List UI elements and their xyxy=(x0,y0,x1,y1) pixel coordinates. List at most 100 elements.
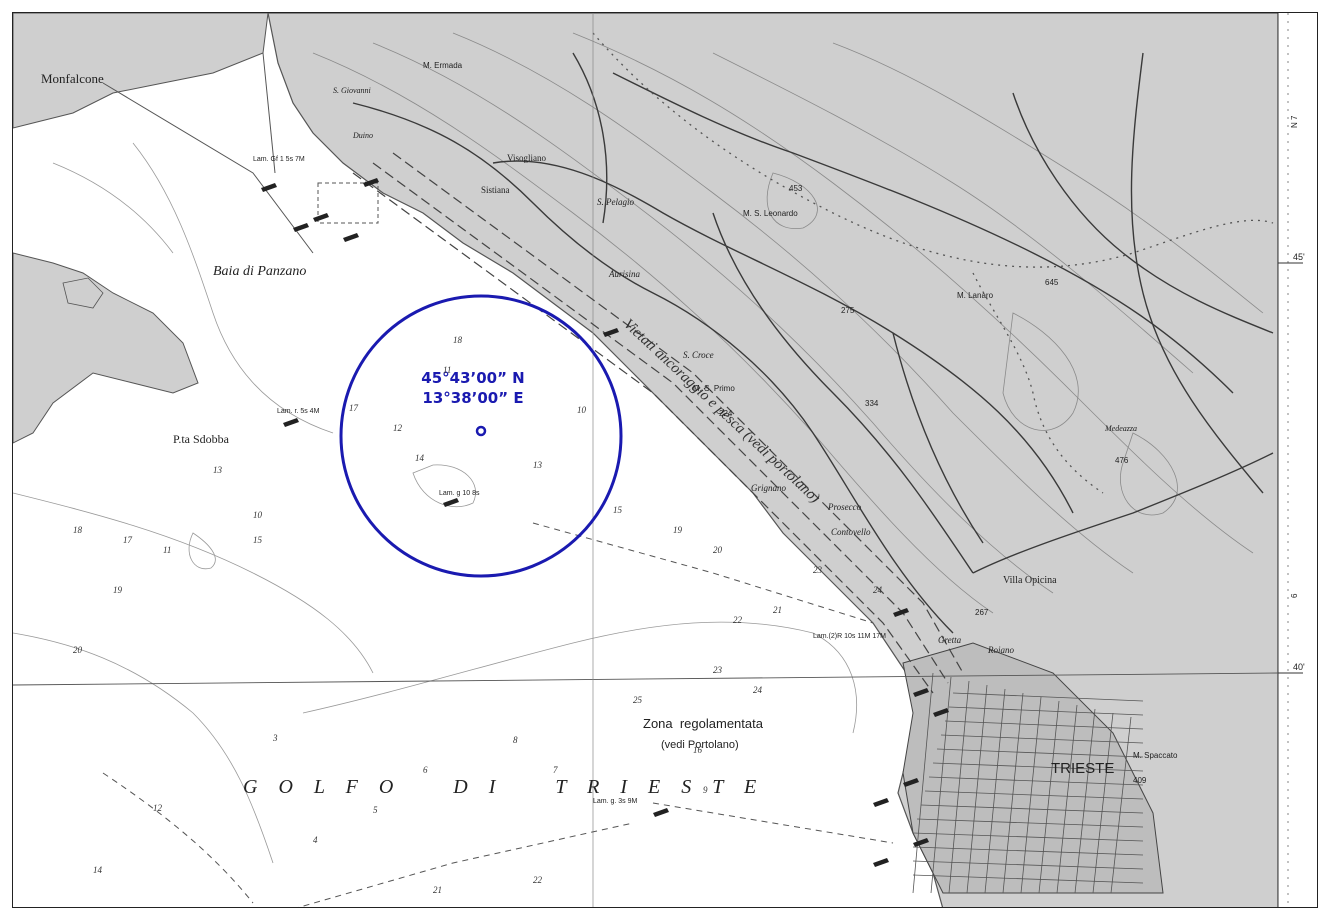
depth-sounding: 18 xyxy=(453,335,463,345)
city-street xyxy=(1002,692,1024,894)
city-trieste-area xyxy=(902,642,1164,894)
depth-sounding: 21 xyxy=(433,885,442,895)
depth-sounding: 24 xyxy=(753,685,763,695)
depth-sounding: 17 xyxy=(123,535,133,545)
buoy-marker xyxy=(903,778,919,787)
lat-tick-label-40: 40' xyxy=(1293,662,1305,672)
place-visogliano: Visogliano xyxy=(507,153,546,163)
depth-sounding: 8 xyxy=(513,735,518,745)
depth-sounding: 18 xyxy=(73,525,83,535)
buoy-marker xyxy=(293,223,309,232)
place-aurisina: Aurisina xyxy=(608,269,641,279)
depth-sounding: 5 xyxy=(373,805,378,815)
route-lines xyxy=(102,522,894,907)
light-label-5: Lam. r. 5s 4M xyxy=(277,408,320,415)
place-duino: Duino xyxy=(352,131,373,140)
spot-height: 645 xyxy=(1045,278,1059,287)
place-m-ermada: M. Ermada xyxy=(423,61,463,70)
depth-sounding: 25 xyxy=(633,695,643,705)
place-sistiana: Sistiana xyxy=(481,185,510,195)
city-street xyxy=(920,804,1144,814)
spot-height: 334 xyxy=(865,399,879,408)
buoy-markers xyxy=(261,178,949,867)
spot-height: 409 xyxy=(1133,776,1147,785)
position-circle[interactable] xyxy=(339,294,623,578)
depth-sounding: 11 xyxy=(443,365,451,375)
spot-height: 224 xyxy=(719,409,733,418)
buoy-marker xyxy=(873,798,889,807)
city-street xyxy=(936,748,1144,758)
spot-height: 267 xyxy=(975,608,989,617)
city-street xyxy=(944,720,1144,730)
map-frame: 45°43’00” N 13°38’00” E Monfalcone Baia … xyxy=(12,12,1318,908)
margin-strip xyxy=(1278,13,1317,907)
depth-sounding: 15 xyxy=(253,535,263,545)
depth-sounding: 11 xyxy=(163,545,171,555)
margin-mark-6: 6 xyxy=(1290,593,1299,598)
depth-sounding: 16 xyxy=(693,745,703,755)
city-street xyxy=(928,776,1144,786)
city-street-grid xyxy=(912,672,1144,894)
city-street xyxy=(912,874,1144,884)
place-gretta: Gretta xyxy=(938,635,962,645)
city-street xyxy=(952,692,1144,702)
city-street xyxy=(966,684,988,894)
buoy-marker xyxy=(653,808,669,817)
dotted-boundary-2 xyxy=(972,272,1104,494)
spot-height: 275 xyxy=(841,306,855,315)
buoy-marker xyxy=(873,858,889,867)
city-street xyxy=(1074,708,1096,894)
marker-lon-label: 13°38’00” E xyxy=(422,389,523,407)
depth-sounding: 13 xyxy=(533,460,543,470)
city-street xyxy=(1038,700,1060,894)
place-punta-sdobba: P.ta Sdobba xyxy=(173,432,230,446)
city-street xyxy=(1110,716,1132,894)
place-villa-opicina: Villa Opicina xyxy=(1003,575,1057,586)
roads xyxy=(352,52,1274,634)
buoy-marker xyxy=(913,688,929,697)
city-street xyxy=(916,818,1144,828)
place-s-pelagio: S. Pelagio xyxy=(597,197,634,207)
place-roiano: Roiano xyxy=(987,645,1014,655)
place-m-spaccato: M. Spaccato xyxy=(1133,751,1178,760)
buoy-marker xyxy=(933,708,949,717)
spot-height: 453 xyxy=(789,184,803,193)
place-grignano: Grignano xyxy=(751,483,787,493)
city-street xyxy=(948,706,1144,716)
depth-sounding: 10 xyxy=(577,405,587,415)
depth-sounding: 14 xyxy=(415,453,425,463)
depth-contours xyxy=(13,142,857,864)
depth-sounding: 4 xyxy=(313,835,318,845)
elevation-contours xyxy=(312,32,1264,614)
depth-sounding: 17 xyxy=(349,403,359,413)
depth-sounding: 15 xyxy=(613,505,623,515)
lat-tick-label-45: 45' xyxy=(1293,252,1305,262)
city-street xyxy=(912,832,1144,842)
land-mass-delta xyxy=(13,252,199,444)
buoy-marker xyxy=(283,418,299,427)
place-medeazza: Medeazza xyxy=(1104,424,1137,433)
depth-sounding: 22 xyxy=(533,875,543,885)
port-lines xyxy=(102,52,379,254)
margin-mark-n7: N 7 xyxy=(1290,115,1299,128)
city-street xyxy=(1092,712,1114,894)
city-street xyxy=(912,846,1144,856)
buoy-marker xyxy=(343,233,359,242)
depth-soundings: 1214101315111718192021222324251698765431… xyxy=(73,335,883,895)
regulated-channel xyxy=(352,152,964,694)
city-street xyxy=(912,672,934,894)
light-label-2: Lam.(2)R 10s 11M 17M xyxy=(813,633,886,640)
depth-sounding: 23 xyxy=(813,565,823,575)
light-label-4: Lam. g. 3s 9M xyxy=(593,798,638,805)
position-dot[interactable] xyxy=(475,425,487,437)
city-street xyxy=(912,860,1144,870)
nautical-chart-map[interactable]: 45°43’00” N 13°38’00” E Monfalcone Baia … xyxy=(13,13,1318,908)
light-label-3: Lam. g 10 8s xyxy=(439,490,480,497)
depth-sounding: 12 xyxy=(153,803,163,813)
depth-sounding: 12 xyxy=(393,423,403,433)
city-street xyxy=(984,688,1006,894)
light-label-1: Lam. Gf 1 5s 7M xyxy=(253,156,305,163)
place-m-s-leonardo: M. S. Leonardo xyxy=(743,209,798,218)
depth-sounding: 13 xyxy=(213,465,223,475)
